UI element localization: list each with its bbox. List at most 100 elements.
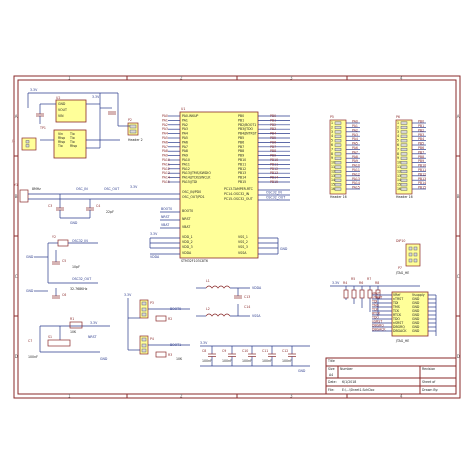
mcu-osc32-out-net: OSC32_OUT [266, 196, 285, 200]
jtag-left-pin-label: VRef [393, 293, 401, 297]
usb-pin-3: Rtsp [58, 140, 65, 144]
header-pin-net: PB10 [418, 164, 426, 168]
jtag-right-pin-label: GND [412, 317, 420, 321]
decoupling-cap-value: 100nF [282, 359, 292, 363]
header-pin-pad [334, 143, 342, 147]
mcu-right-pin-net: PB15 [270, 180, 278, 184]
header-pin-pad [334, 139, 342, 143]
lse-net-out: OSC32_OUT [72, 277, 91, 281]
jtag-header-label: JTAG_HE [395, 271, 409, 275]
usb-refdes: TP1 [39, 126, 46, 130]
zone-col-3-bottom: 3 [290, 394, 293, 399]
reset-resistor-refdes: R1 [70, 317, 74, 321]
zone-col-1-bottom: 1 [68, 394, 71, 399]
jtag-resistor-refdes: R5 [351, 277, 355, 281]
header-pin-net: PB3 [418, 133, 424, 137]
header-pin-pad [400, 143, 408, 147]
hse-crystal [19, 189, 29, 203]
header-pin-net: PB14 [418, 181, 426, 185]
reset-net: NRST [88, 335, 97, 339]
header-pin-number: 7 [397, 147, 399, 151]
header-pin-net: PB7 [418, 150, 424, 154]
mcu-right-pin-net: PB7 [270, 145, 276, 149]
mcu-right-pin-net: PB1 [270, 118, 276, 122]
header-pin-net: PB12 [418, 172, 426, 176]
header-pin-pad [334, 147, 342, 152]
mcu-right-pin-label: PB7 [238, 145, 244, 149]
jtag-left-pin-label: TDO [392, 317, 400, 321]
header-pin-number: 10 [397, 161, 401, 165]
jtag-left-pin-label: nSRST [393, 321, 403, 325]
header-pin-number: 8 [397, 152, 399, 156]
boot-resistor-1-refdes: R2 [168, 317, 172, 321]
header-pin-number: 6 [331, 143, 333, 147]
mcu-left-pin-label: PA10 [182, 158, 190, 162]
header-pin-net: PA4 [352, 137, 358, 141]
mcu-left-pin-list: PA0-WKUPPA0PA1PA1PA2PA2PA3PA3PA4PA4PA5PA… [162, 114, 211, 184]
reset-cap: C7 [28, 339, 32, 343]
mcu-right-pin-net: PB9 [270, 154, 276, 158]
mcu-body [179, 111, 259, 259]
jtag-left-pin-net: TCK [371, 308, 379, 312]
header-pin-net: PB2 [418, 128, 424, 132]
mcu-left-pin-net: PA8 [162, 149, 168, 153]
mcu-pin-rtc-osc32-in: PC14-OSC32_IN [224, 192, 250, 196]
size-label: Size [328, 367, 335, 371]
boot-section: 3.3V P3 BOOT0 R2 P4 BOOT1 R3 10K [124, 293, 190, 361]
mcu-left-pin-net: PA1 [162, 118, 168, 122]
header-pin-net: PA1 [352, 124, 358, 128]
header-pin-net: PB11 [418, 168, 426, 172]
header-pin-pad [334, 178, 342, 182]
jtag-left-pin-net: RTCK [372, 312, 381, 316]
header-right-refdes: P6 [396, 115, 400, 119]
header-pin-net: PA14 [352, 181, 360, 185]
boot-jumper-2-refdes: P4 [150, 337, 154, 341]
header-pin-pad [400, 130, 408, 134]
mcu-pin-rtc-tamper: PC13-TAMPER-RTC [224, 187, 254, 191]
number-label: Number [340, 367, 353, 371]
zone-row-c-right: C [457, 274, 460, 279]
jtag-right-pin-label: Vsupply [412, 293, 425, 297]
zone-col-4-top: 4 [400, 76, 403, 81]
mcu-symbol: U1 STM32F103C8T6 PA0-WKUPPA0PA1PA1PA2PA2… [149, 107, 290, 263]
mcu-pin-vss3: VSS_3 [238, 245, 248, 249]
header-pin-number: 16 [331, 187, 335, 191]
decoupling-cap-value: 100nF [202, 359, 212, 363]
header-pin-net: PB15 [418, 186, 426, 190]
header-pin-number: 16 [397, 187, 401, 191]
mcu-right-pin-net: PB12 [270, 167, 278, 171]
vdda-cap-2: C14 [244, 305, 250, 309]
jtag-left-pin-label: TMS [392, 305, 400, 309]
jtag-resistor-refdes: R4 [343, 281, 347, 285]
hse-cap-2: C4 [96, 204, 100, 208]
header-left-label: Header 16 [330, 195, 347, 199]
usb-pin-6: Tio [69, 136, 75, 140]
power-supply-section: 3.3V U2 GND VOUT VIN 3.3V TP1 Vin Rtsp R… [11, 88, 143, 159]
vdda-inductor-2 [205, 313, 231, 317]
header-pin-number: 1 [397, 121, 399, 125]
header-pin-pad [400, 174, 408, 178]
header-pin-net: PB13 [418, 177, 426, 181]
mcu-right-pin-net: PB14 [270, 176, 278, 180]
title-label: Title [327, 359, 335, 363]
mcu-left-pin-net: PA13 [162, 171, 170, 175]
reset-button-refdes: S1 [48, 335, 52, 339]
title-block: Title Size A4 Number Revision Date: 6/1/… [325, 357, 457, 395]
mcu-right-pin-label: PB5 [238, 136, 244, 140]
lse-gnd-left: GND [26, 255, 34, 259]
hse-net-in: OSC_IN [76, 187, 88, 191]
zone-col-2-top: 2 [180, 76, 183, 81]
power-label-3v3-top: 3.3V [30, 88, 38, 92]
hse-value: 8MHz [32, 187, 41, 191]
jtag-left-pin-net: nSRST [372, 320, 382, 324]
date-value: 6/1/2018 [342, 380, 356, 384]
mcu-left-pin-label: PA14/JTCK/SWCLK [182, 176, 211, 180]
mcu-left-pin-net: PA12 [162, 167, 170, 171]
header-pin-number: 4 [397, 134, 399, 138]
jtag-3v3-label: 3.3V [332, 281, 340, 285]
header-pin-net: PA13 [352, 177, 360, 181]
drawn-label: Drawn By: [422, 388, 438, 392]
decoupling-cap-value: 100nF [262, 359, 272, 363]
